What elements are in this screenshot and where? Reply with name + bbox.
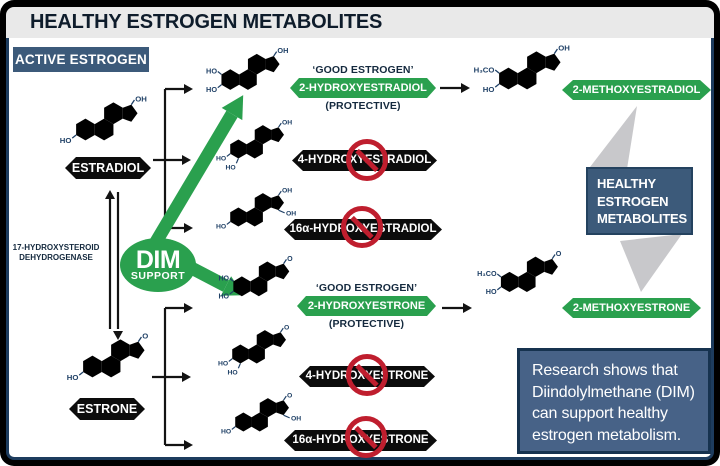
molecule-2-hydroxyestradiol: OH HO HO — [206, 46, 288, 94]
callout-tail-arrows — [590, 106, 682, 292]
svg-text:OH: OH — [286, 211, 296, 218]
estradiol-badge: ESTRADIOL — [65, 157, 151, 179]
svg-text:H₃CO: H₃CO — [474, 65, 495, 74]
svg-text:HO: HO — [216, 224, 226, 231]
research-line4: estrogen metabolism. — [532, 426, 681, 444]
2-methoxyestrone-badge: 2-METHOXYESTRONE — [562, 298, 701, 318]
healthy-line2: ESTROGEN — [597, 193, 669, 209]
molecule-estrone: O HO — [67, 332, 148, 382]
svg-text:HO: HO — [67, 373, 79, 382]
page-title: HEALTHY ESTROGEN METABOLITES — [30, 11, 383, 33]
svg-text:HO: HO — [218, 292, 229, 300]
svg-text:HO: HO — [60, 136, 72, 145]
molecule-16a-hydroxyestrone: O OH HO — [221, 392, 301, 436]
research-line2: Diindolylmethane (DIM) — [532, 383, 695, 401]
svg-text:HO: HO — [218, 361, 228, 368]
title-bar: HEALTHY ESTROGEN METABOLITES — [6, 7, 714, 38]
svg-text:O: O — [556, 249, 562, 258]
protective-tag: (PROTECTIVE) — [325, 100, 401, 112]
svg-text:O: O — [287, 255, 293, 263]
svg-text:HO: HO — [486, 287, 497, 296]
estradiol-good-group: ‘GOOD ESTROGEN’ 2-HYDROXYESTRADIOL (PROT… — [290, 64, 436, 112]
dim-support-bubble: DIM SUPPORT — [120, 238, 196, 292]
healthy-line1: HEALTHY — [597, 176, 657, 191]
healthy-metabolites-callout: HEALTHY ESTROGEN METABOLITES — [586, 167, 693, 235]
svg-text:O: O — [287, 392, 292, 399]
dim-support-label: SUPPORT — [130, 269, 186, 282]
active-estrogen-label: ACTIVE ESTROGEN — [13, 47, 149, 72]
research-note: Research shows that Diindolylmethane (DI… — [517, 348, 711, 454]
svg-text:O: O — [284, 324, 289, 331]
svg-text:HO: HO — [206, 67, 217, 76]
prohibited-icon — [346, 354, 388, 396]
molecule-16a-hydroxyestradiol: OH OH HO — [216, 187, 296, 231]
2-hydroxyestrone-badge: 2-HYDROXYESTRONE — [297, 296, 436, 316]
estrone-badge: ESTRONE — [69, 398, 145, 420]
enzyme-line2: DEHYDROGENASE — [19, 253, 93, 262]
molecule-4-hydroxyestradiol: OH HO HO — [216, 119, 292, 171]
dim-label: DIM — [135, 245, 181, 274]
molecule-2-methoxyestrone: O H₃CO HO — [477, 249, 562, 296]
svg-text:HO: HO — [225, 164, 235, 171]
svg-text:HO: HO — [227, 369, 237, 376]
prohibited-icon — [345, 416, 387, 458]
svg-text:OH: OH — [282, 187, 292, 194]
good-estrogen-tag: ‘GOOD ESTROGEN’ — [315, 282, 418, 294]
research-line1: Research shows that — [532, 362, 678, 379]
svg-text:HO: HO — [483, 85, 495, 94]
svg-text:HO: HO — [216, 156, 226, 163]
svg-text:HO: HO — [206, 85, 217, 94]
svg-text:H₃CO: H₃CO — [477, 269, 497, 278]
molecule-4-hydroxyestrone: O HO HO — [218, 324, 289, 376]
molecule-2-methoxyestradiol: OH H₃CO HO — [474, 44, 571, 94]
prohibited-icon — [341, 206, 383, 248]
research-line3: can support healthy — [532, 405, 668, 422]
svg-text:OH: OH — [558, 44, 570, 53]
prohibited-icon — [346, 139, 388, 181]
enzyme-line1: 17-HYDROXYSTEROID — [12, 243, 100, 252]
healthy-line3: METABOLITES — [597, 211, 687, 226]
svg-text:OH: OH — [135, 95, 147, 104]
2-methoxyestradiol-badge: 2-METHOXYESTRADIOL — [562, 80, 711, 100]
molecule-2-hydroxyestrone: O HO HO — [218, 255, 293, 301]
svg-text:O: O — [142, 332, 148, 341]
svg-text:OH: OH — [291, 416, 301, 423]
svg-text:HO: HO — [221, 429, 231, 436]
svg-text:HO: HO — [218, 275, 229, 283]
svg-text:OH: OH — [282, 119, 292, 126]
protective-tag: (PROTECTIVE) — [328, 318, 405, 330]
estrone-good-group: ‘GOOD ESTROGEN’ 2-HYDROXYESTRONE (PROTEC… — [297, 282, 436, 330]
2-hydroxyestradiol-badge: 2-HYDROXYESTRADIOL — [290, 78, 436, 98]
svg-text:OH: OH — [277, 46, 288, 55]
enzyme-label: 17-HYDROXYSTEROID DEHYDROGENASE — [4, 243, 108, 263]
molecule-estradiol: OH HO — [60, 95, 147, 145]
good-estrogen-tag: ‘GOOD ESTROGEN’ — [312, 64, 414, 76]
